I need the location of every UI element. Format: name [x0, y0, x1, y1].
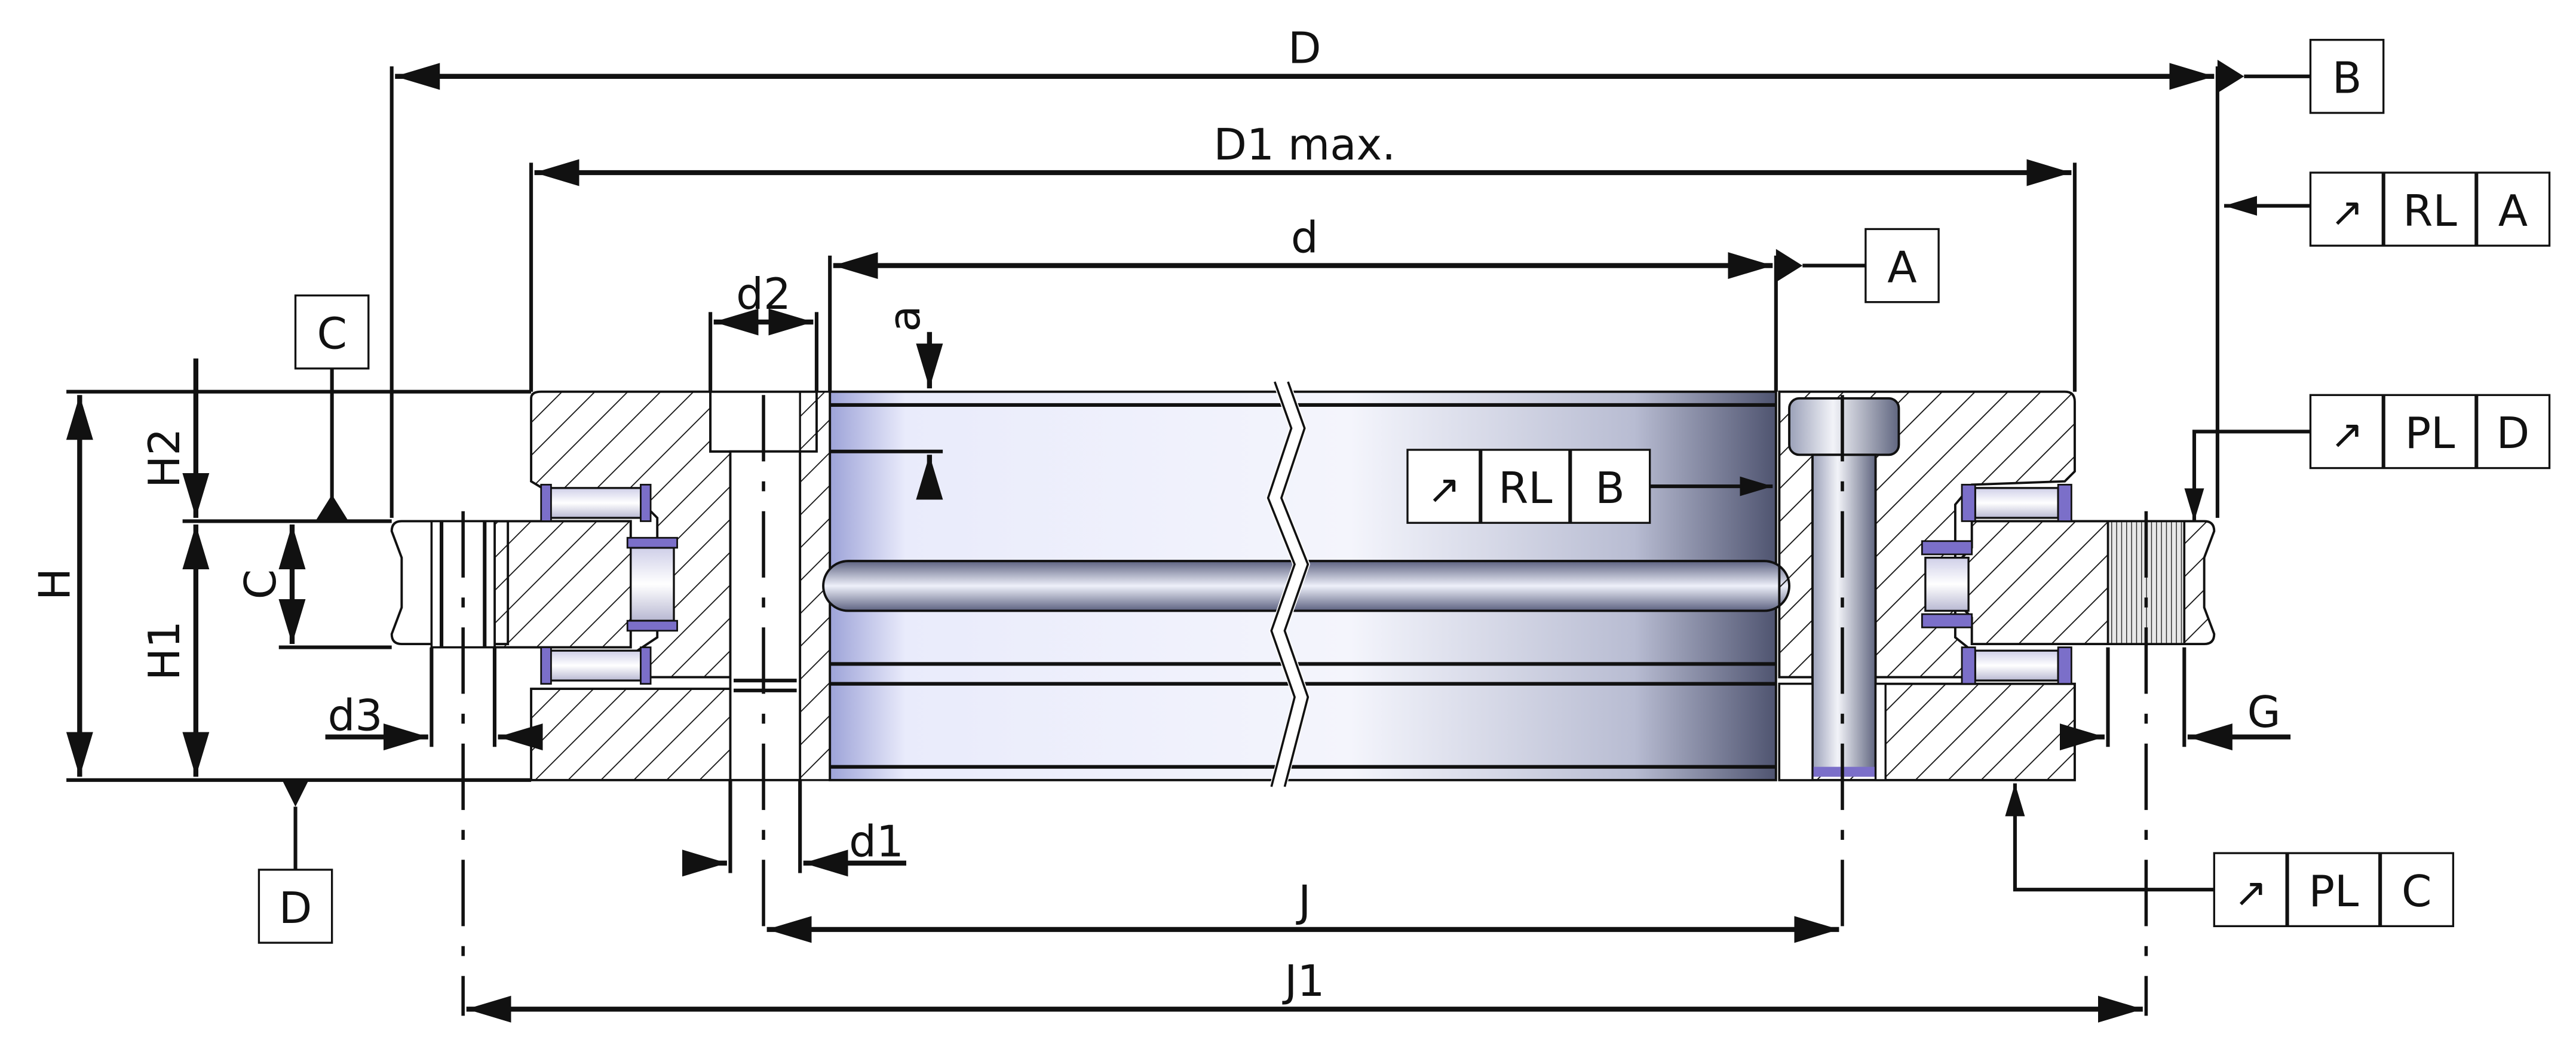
label-d: d	[1291, 213, 1318, 263]
runout-icon: ↗	[1427, 466, 1461, 513]
dimension-lines	[66, 63, 2291, 1023]
svg-text:PL: PL	[2308, 867, 2359, 917]
tolerance-frame-rl-a: ↗ RL A	[2309, 171, 2551, 247]
svg-text:PL: PL	[2405, 409, 2455, 459]
tolerance-frame-rl-b: ↗ RL B	[1406, 449, 1651, 524]
svg-text:C: C	[2402, 867, 2431, 917]
label-J1: J1	[1282, 956, 1324, 1007]
datum-C: C	[317, 309, 346, 359]
svg-text:B: B	[1595, 464, 1625, 514]
svg-text:D: D	[2497, 409, 2530, 459]
label-H1: H1	[140, 621, 190, 680]
runout-icon: ↗	[2330, 189, 2364, 235]
label-J: J	[1296, 877, 1311, 927]
datum-D: D	[279, 884, 312, 934]
label-d1: d1	[849, 817, 904, 867]
label-D: D	[1288, 24, 1321, 74]
dimension-labels: D D1 max. d d2 a H H1 H2 C d3 d1 J J1 G	[30, 24, 2281, 1007]
bore-surface	[822, 379, 1791, 789]
datum-boxes: B A C D	[257, 39, 2385, 944]
svg-text:RL: RL	[1498, 464, 1552, 514]
datum-A: A	[1887, 243, 1916, 293]
svg-text:A: A	[2498, 186, 2528, 237]
right-cross-section	[1778, 390, 2216, 781]
datum-B: B	[2332, 54, 2362, 104]
label-D1: D1 max.	[1213, 120, 1396, 170]
svg-text:RL: RL	[2403, 186, 2457, 237]
runout-icon: ↗	[2234, 869, 2268, 916]
center-lines	[461, 395, 2148, 1016]
label-C: C	[236, 569, 286, 599]
label-H: H	[30, 568, 81, 600]
label-d3: d3	[328, 691, 383, 741]
label-d2: d2	[736, 269, 791, 320]
runout-icon: ↗	[2330, 411, 2364, 458]
tolerance-frame-pl-c: ↗ PL C	[2213, 852, 2455, 928]
label-a: a	[880, 305, 930, 332]
label-H2: H2	[140, 428, 190, 488]
tolerance-frame-pl-d: ↗ PL D	[2309, 394, 2551, 470]
datum-features	[282, 60, 2311, 892]
label-G: G	[2247, 688, 2281, 738]
